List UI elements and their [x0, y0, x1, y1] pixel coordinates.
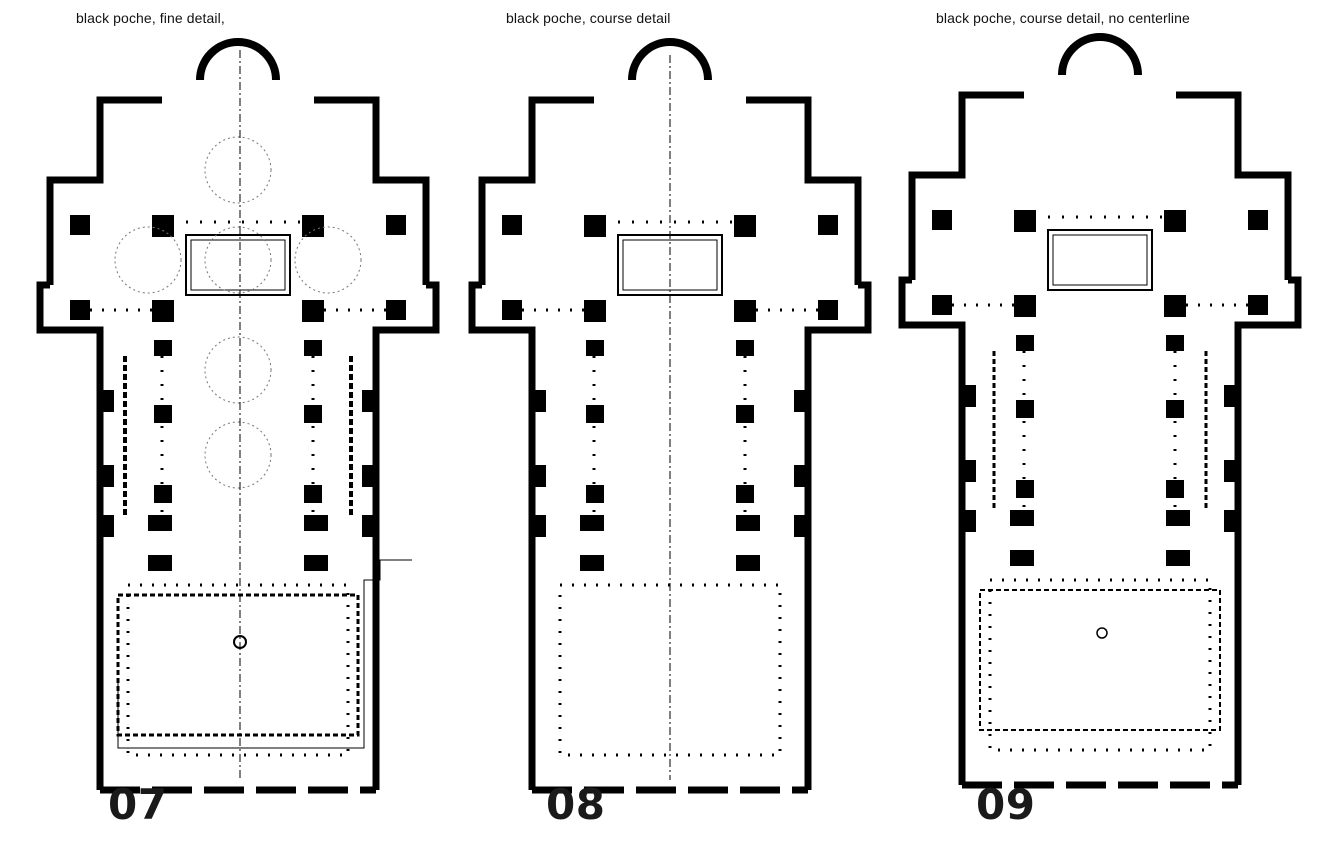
- caption-07: black poche, fine detail,: [76, 10, 225, 26]
- floor-plan-07: [40, 42, 436, 790]
- floor-plan-09: [902, 37, 1298, 785]
- panel-number-07: 07: [108, 780, 168, 829]
- panel-number-09: 09: [976, 780, 1036, 829]
- caption-08: black poche, course detail: [506, 10, 671, 26]
- caption-09: black poche, course detail, no centerlin…: [936, 10, 1190, 26]
- floor-plan-08: [472, 42, 868, 790]
- panel-number-08: 08: [546, 780, 606, 829]
